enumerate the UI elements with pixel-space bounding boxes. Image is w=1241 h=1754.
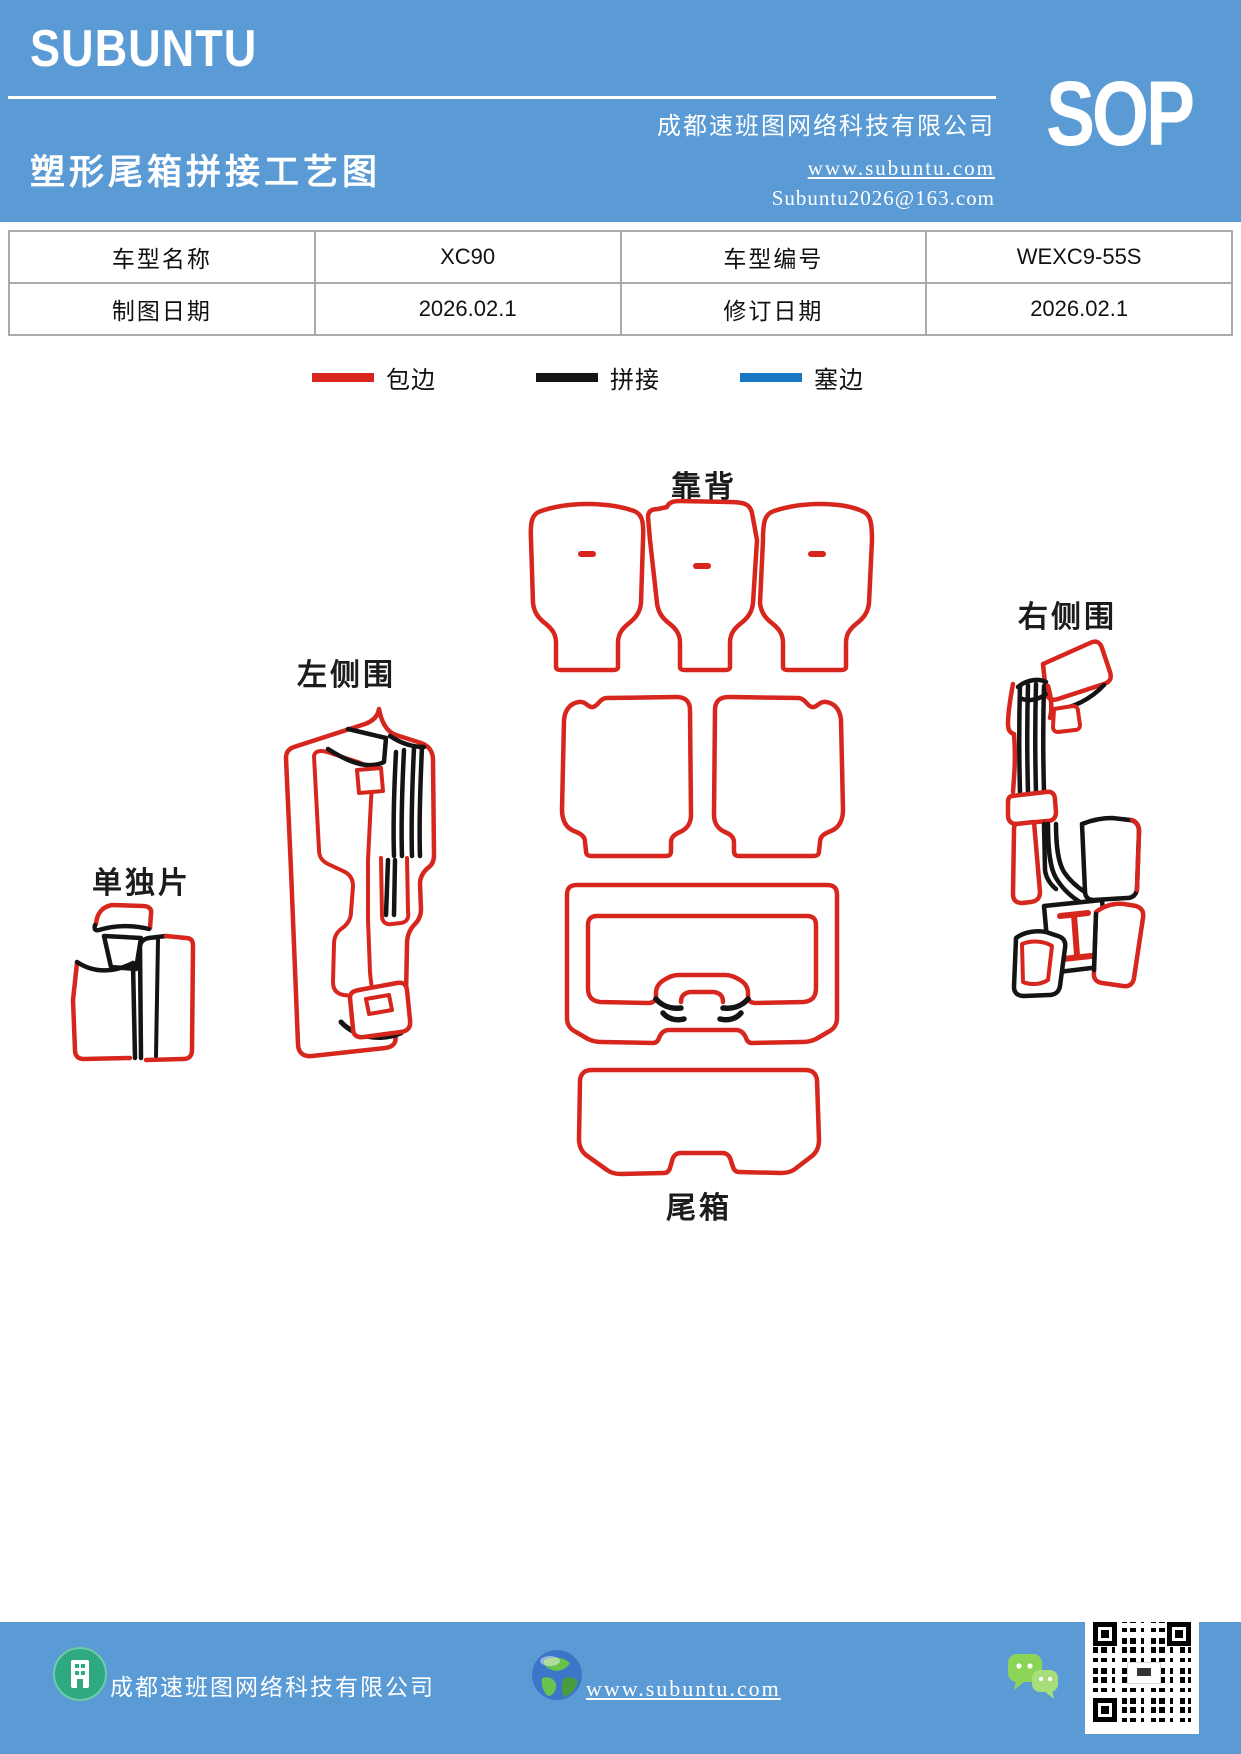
qr-finder xyxy=(1093,1698,1117,1722)
model-code-label: 车型编号 xyxy=(619,230,928,284)
qr-finder xyxy=(1167,1622,1191,1646)
blue-line-swatch xyxy=(740,372,802,382)
table-row: 制图日期 2026.02.1 修订日期 2026.02.1 xyxy=(8,282,1233,336)
model-name-value: XC90 xyxy=(313,230,622,284)
vehicle-info-table: 车型名称 XC90 车型编号 WEXC9-55S 制图日期 2026.02.1 … xyxy=(8,230,1233,336)
legend-label: 拼接 xyxy=(610,367,660,394)
legend-item-edge-tuck: 塞边 xyxy=(740,362,864,394)
legend-item-binding: 包边 xyxy=(312,362,436,394)
right-side-i-mark xyxy=(1057,910,1094,962)
revise-date-label: 修订日期 xyxy=(619,282,928,336)
qr-code xyxy=(1085,1612,1199,1734)
header-divider xyxy=(8,96,996,99)
globe-icon xyxy=(532,1650,582,1700)
left-side-piece xyxy=(283,706,437,1059)
right-side-piece xyxy=(1005,639,1146,999)
left-side-seams xyxy=(325,726,427,918)
draw-date-value: 2026.02.1 xyxy=(313,282,622,336)
page-title: 塑形尾箱拼接工艺图 xyxy=(30,153,382,192)
backrest-piece-left xyxy=(528,501,646,673)
backrest-label: 靠背 xyxy=(671,471,737,504)
table-row: 车型名称 XC90 车型编号 WEXC9-55S xyxy=(8,230,1233,284)
right-side-label: 右侧围 xyxy=(1018,601,1117,634)
trunk-floor-piece xyxy=(564,882,840,1046)
header-banner: SUBUNTU 成都速班图网络科技有限公司 塑形尾箱拼接工艺图 www.subu… xyxy=(0,0,1241,222)
cushion-piece-left xyxy=(559,694,694,859)
backrest-piece-right xyxy=(757,501,875,673)
email-text: Subuntu2026@163.com xyxy=(771,186,995,210)
revise-date-value: 2026.02.1 xyxy=(925,282,1233,336)
cushion-piece-right xyxy=(711,694,846,859)
single-piece-label: 单独片 xyxy=(92,867,191,900)
website-link[interactable]: www.subuntu.com xyxy=(807,156,995,180)
single-pieces xyxy=(70,902,196,1063)
legend-label: 包边 xyxy=(386,367,436,394)
legend-item-splice: 拼接 xyxy=(536,362,660,394)
company-name: 成都速班图网络科技有限公司 xyxy=(657,114,995,140)
legend-label: 塞边 xyxy=(814,367,864,394)
black-line-swatch xyxy=(536,372,598,382)
brand-logo: SUBUNTU xyxy=(30,19,258,78)
footer-company-name: 成都速班图网络科技有限公司 xyxy=(110,1675,435,1700)
model-code-value: WEXC9-55S xyxy=(925,230,1233,284)
qr-finder xyxy=(1093,1622,1117,1646)
trunk-label: 尾箱 xyxy=(666,1192,732,1225)
trunk-lid-piece xyxy=(576,1067,822,1177)
trunk-floor-seams xyxy=(653,996,751,1023)
red-line-swatch xyxy=(312,372,374,382)
backrest-piece-middle xyxy=(645,498,760,673)
left-side-label: 左侧围 xyxy=(297,659,396,692)
qr-center-logo xyxy=(1127,1662,1161,1684)
wechat-icon xyxy=(1008,1654,1058,1699)
model-name-label: 车型名称 xyxy=(8,230,316,284)
building-icon xyxy=(53,1647,107,1701)
sop-mark: SOP xyxy=(1046,63,1195,165)
draw-date-label: 制图日期 xyxy=(8,282,316,336)
footer-website-link[interactable]: www.subuntu.com xyxy=(586,1676,781,1701)
